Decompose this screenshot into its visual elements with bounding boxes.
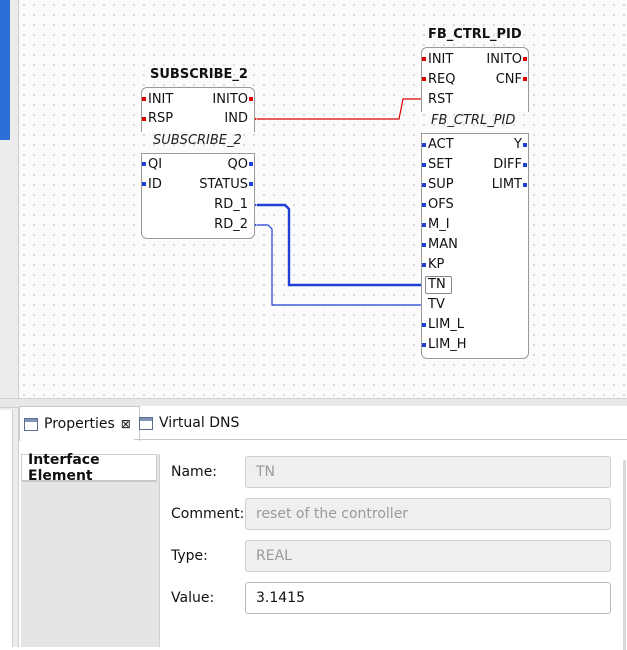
port-id[interactable]: ID	[148, 177, 162, 192]
pin-pid-cnf[interactable]	[523, 77, 527, 81]
tab-virtual-dns[interactable]: Virtual DNS	[137, 406, 239, 440]
tab-virtual-dns-label: Virtual DNS	[159, 415, 240, 431]
tab-properties[interactable]: Properties ⊠	[19, 406, 140, 441]
pin-qi[interactable]	[142, 162, 146, 166]
pid-block-data-section[interactable]: ACT SET SUP OFS M_I MAN KP TN TV LIM_L L…	[421, 133, 529, 359]
port-limt[interactable]: LIMT	[491, 177, 522, 192]
connection-rd2-tv[interactable]	[257, 224, 422, 306]
port-rd-2[interactable]: RD_2	[214, 217, 248, 232]
pin-lim-l[interactable]	[422, 323, 426, 327]
port-status[interactable]: STATUS	[199, 177, 248, 192]
subscribe-block-event-section[interactable]: INIT RSP INITO IND	[141, 87, 255, 132]
port-set[interactable]: SET	[428, 157, 453, 172]
port-diff[interactable]: DIFF	[493, 157, 522, 172]
tab-properties-label: Properties	[44, 416, 115, 432]
pin-qo[interactable]	[249, 162, 253, 166]
port-pid-req[interactable]: REQ	[428, 72, 456, 87]
property-sections: Interface Element	[21, 452, 160, 647]
left-panel-edge	[0, 0, 19, 647]
port-lim-l[interactable]: LIM_L	[428, 317, 465, 332]
port-ind[interactable]: IND	[224, 111, 248, 126]
pin-m-i[interactable]	[422, 223, 426, 227]
pin-inito[interactable]	[249, 97, 253, 101]
left-panel-edge-lower	[0, 410, 13, 647]
port-tv[interactable]: TV	[428, 297, 445, 312]
pin-pid-inito[interactable]	[523, 57, 527, 61]
name-field: TN	[245, 456, 611, 488]
port-m-i[interactable]: M_I	[428, 217, 450, 232]
pin-status[interactable]	[249, 182, 253, 186]
port-pid-cnf[interactable]: CNF	[495, 72, 522, 87]
type-label: Type:	[171, 548, 208, 564]
close-icon[interactable]: ⊠	[120, 417, 131, 431]
pid-block-event-section[interactable]: INIT REQ RST INITO CNF	[421, 47, 529, 112]
pin-ofs[interactable]	[422, 203, 426, 207]
pin-act[interactable]	[422, 143, 426, 147]
selected-port-highlight	[425, 276, 452, 294]
pin-limt[interactable]	[523, 183, 527, 187]
connection-layer	[251, 95, 428, 309]
properties-view: Properties ⊠ Virtual DNS Interface Eleme…	[19, 406, 627, 650]
pid-block-title[interactable]: FB_CTRL_PID	[428, 27, 522, 42]
value-input[interactable]	[245, 582, 611, 614]
port-tn[interactable]: TN	[428, 277, 446, 292]
diagram-canvas[interactable]: SUBSCRIBE_2 INIT RSP INITO IND SUBSCRIBE…	[19, 0, 627, 400]
port-pid-rst[interactable]: RST	[428, 92, 454, 107]
subscribe-block-data-section[interactable]: QI ID QO STATUS RD_1 RD_2	[141, 153, 255, 239]
port-y[interactable]: Y	[514, 137, 522, 152]
subscribe-block-title[interactable]: SUBSCRIBE_2	[150, 67, 248, 82]
port-kp[interactable]: KP	[428, 257, 445, 272]
port-act[interactable]: ACT	[428, 137, 454, 152]
pin-y[interactable]	[523, 143, 527, 147]
pin-set[interactable]	[422, 163, 426, 167]
subscribe-instance-name[interactable]: SUBSCRIBE_2	[153, 133, 242, 148]
port-ofs[interactable]: OFS	[428, 197, 454, 212]
pin-id[interactable]	[142, 182, 146, 186]
name-label: Name:	[171, 464, 218, 480]
connection-rd1-tn[interactable]	[257, 203, 422, 287]
port-rd-1[interactable]: RD_1	[214, 197, 248, 212]
pid-instance-name[interactable]: FB_CTRL_PID	[431, 113, 516, 128]
port-man[interactable]: MAN	[428, 237, 458, 252]
port-rsp[interactable]: RSP	[148, 111, 174, 126]
selection-marker	[0, 0, 10, 140]
pin-init[interactable]	[142, 97, 146, 101]
connection-ind-rst[interactable]	[257, 98, 422, 120]
port-init[interactable]: INIT	[148, 92, 174, 107]
tab-underline	[134, 439, 627, 440]
panel-scroll-edge[interactable]	[623, 460, 626, 650]
pin-man[interactable]	[422, 243, 426, 247]
pin-kp[interactable]	[422, 263, 426, 267]
pin-lim-h[interactable]	[422, 343, 426, 347]
pin-pid-init[interactable]	[422, 57, 426, 61]
port-sup[interactable]: SUP	[428, 177, 454, 192]
value-label: Value:	[171, 590, 215, 606]
comment-field: reset of the controller	[245, 498, 611, 530]
properties-icon	[24, 417, 38, 431]
pin-sup[interactable]	[422, 183, 426, 187]
port-inito[interactable]: INITO	[212, 92, 248, 107]
port-pid-inito[interactable]: INITO	[486, 52, 522, 67]
virtual-dns-icon	[139, 416, 153, 430]
port-qo[interactable]: QO	[227, 157, 248, 172]
pin-diff[interactable]	[523, 163, 527, 167]
port-qi[interactable]: QI	[148, 157, 163, 172]
port-pid-init[interactable]: INIT	[428, 52, 454, 67]
type-field: REAL	[245, 540, 611, 572]
pin-pid-req[interactable]	[422, 77, 426, 81]
comment-label: Comment:	[171, 506, 245, 522]
port-lim-h[interactable]: LIM_H	[428, 337, 467, 352]
pin-rsp[interactable]	[142, 117, 146, 121]
section-interface-element[interactable]: Interface Element	[21, 452, 157, 484]
